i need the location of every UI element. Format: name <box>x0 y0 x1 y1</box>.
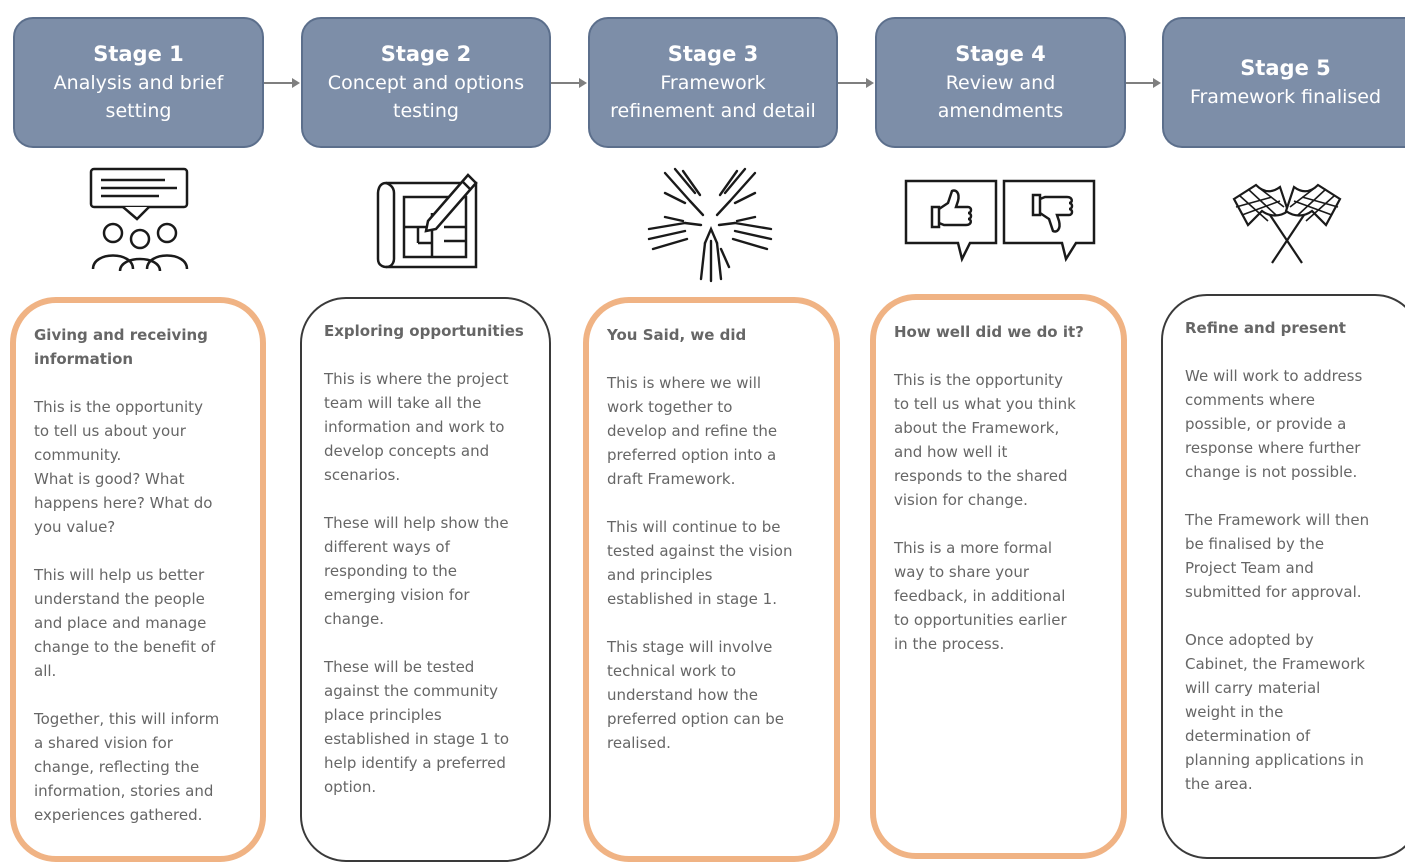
thumbs-up-down-icon <box>904 179 1096 263</box>
card-paragraph: This stage will involve technical work t… <box>607 638 785 752</box>
stage-number: Stage 3 <box>667 42 759 66</box>
stage-2-description-card: Exploring opportunities This is where th… <box>300 297 551 862</box>
stage-number: Stage 4 <box>955 42 1046 66</box>
card-paragraph: This will continue to be tested against … <box>607 518 793 608</box>
stage-5-box: Stage 5 Framework finalised <box>1162 17 1405 148</box>
stage-number: Stage 5 <box>1240 56 1331 80</box>
stage-2-box: Stage 2 Concept and options testing <box>301 17 551 148</box>
arrow-right-icon <box>264 78 300 88</box>
stage-name: Analysis and brief setting <box>53 72 224 122</box>
arrow-right-icon <box>551 78 587 88</box>
stage-3-box: Stage 3 Framework refinement and detail <box>588 17 838 148</box>
card-title: You Said, we did <box>607 326 747 344</box>
stage-5-description-card: Refine and present We will work to addre… <box>1161 294 1405 859</box>
arrow-right-icon <box>1126 78 1161 88</box>
stage-3-description-card: You Said, we did This is where we will w… <box>583 297 840 862</box>
stage-name: Concept and options testing <box>327 72 525 122</box>
card-title: Exploring opportunities <box>324 322 524 340</box>
stage-4-box: Stage 4 Review and amendments <box>875 17 1126 148</box>
card-paragraph: These will be tested against the communi… <box>324 658 510 796</box>
stage-name: Framework finalised <box>1189 86 1382 108</box>
card-paragraph: This is where the project team will take… <box>324 370 509 484</box>
card-paragraph: This is the opportunity to tell us what … <box>894 371 1076 509</box>
stage-1-description-card: Giving and receiving information This is… <box>10 297 266 862</box>
card-paragraph: Once adopted by Cabinet, the Framework w… <box>1185 631 1365 793</box>
card-paragraph: This is where we will work together to d… <box>607 374 778 488</box>
card-paragraph: This is a more formal way to share your … <box>894 539 1067 653</box>
stage-4-description-card: How well did we do it? This is the oppor… <box>870 294 1127 859</box>
arrow-right-icon <box>838 78 874 88</box>
consultation-icon <box>89 167 189 272</box>
card-paragraph: This will help us better understand the … <box>34 566 216 680</box>
chequered-flags-icon <box>1232 183 1342 264</box>
stage-name: Review and amendments <box>937 72 1064 122</box>
collaborating-hands-icon <box>647 167 773 283</box>
card-paragraph: The Framework will then be finalised by … <box>1185 511 1370 601</box>
card-paragraph: These will help show the different ways … <box>324 514 509 628</box>
stage-number: Stage 2 <box>380 42 472 66</box>
stage-number: Stage 1 <box>93 42 184 66</box>
stage-1-box: Stage 1 Analysis and brief setting <box>13 17 264 148</box>
card-paragraph: Together, this will inform a shared visi… <box>34 710 220 824</box>
card-paragraph: We will work to address comments where p… <box>1185 367 1363 481</box>
card-title: Giving and receiving information <box>34 326 208 368</box>
card-title: How well did we do it? <box>894 323 1084 341</box>
card-paragraph: This is the opportunity to tell us about… <box>34 398 213 536</box>
blueprint-pencil-icon <box>376 173 478 269</box>
card-title: Refine and present <box>1185 319 1346 337</box>
stage-name: Framework refinement and detail <box>610 72 816 122</box>
